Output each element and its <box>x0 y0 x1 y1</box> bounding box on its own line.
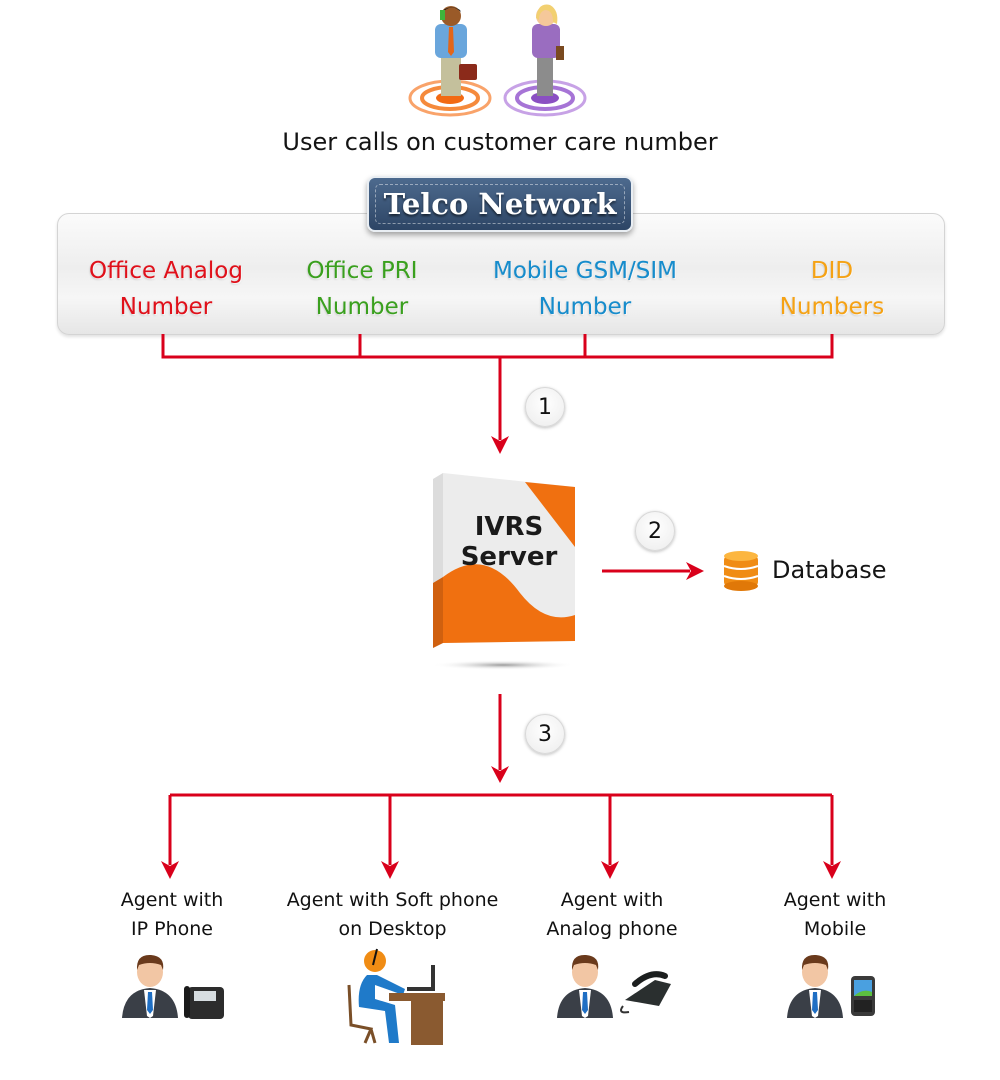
agent-label-line1: Agent with <box>560 889 664 911</box>
database-label: Database <box>772 556 887 584</box>
ivrs-server-box-icon: IVRS Server <box>431 473 575 670</box>
agent-label-line2: Analog phone <box>546 918 678 940</box>
arrowhead <box>601 861 619 879</box>
agent-analog-phone-icon <box>557 954 671 1018</box>
arrowhead <box>823 861 841 879</box>
number-type-office-pri: Office PRI Number <box>262 253 462 325</box>
male-caller-icon <box>408 6 492 117</box>
agent-ip-phone-icon <box>122 954 224 1019</box>
number-type-line2: Number <box>315 294 409 320</box>
server-label-line1: IVRS <box>475 512 544 542</box>
agent-label-line2: on Desktop <box>338 918 447 940</box>
agent-label-line1: Agent with Soft phone <box>286 889 499 911</box>
agent-person-icon <box>122 954 178 1018</box>
agent-label-line1: Agent with <box>783 889 887 911</box>
female-caller-icon <box>503 4 587 117</box>
number-type-line1: Mobile GSM/SIM <box>493 258 677 284</box>
agent-softphone-label: Agent with Soft phone on Desktop <box>270 886 515 944</box>
mobile-phone-icon <box>851 976 875 1016</box>
arrowhead <box>161 861 179 879</box>
number-type-line2: Numbers <box>779 294 885 320</box>
agent-bus-line <box>168 793 834 865</box>
step-badge-2: 2 <box>635 511 675 551</box>
number-type-office-analog: Office Analog Number <box>66 253 266 325</box>
caption: User calls on customer care number <box>282 128 718 156</box>
agent-label-line2: Mobile <box>803 918 867 940</box>
database-icon <box>723 551 759 591</box>
telco-network-title: Telco Network <box>383 187 617 221</box>
agent-person-icon <box>557 954 613 1018</box>
analog-phone-icon <box>620 971 671 1014</box>
server-label-line2: Server <box>461 542 558 572</box>
number-type-did: DID Numbers <box>752 253 912 325</box>
agent-person-icon <box>787 954 843 1018</box>
step-badge-1: 1 <box>525 387 565 427</box>
ip-phone-icon <box>184 986 224 1019</box>
number-type-line1: Office PRI <box>306 258 418 284</box>
number-type-line1: DID <box>810 258 854 284</box>
agent-mobile-label: Agent with Mobile <box>745 886 925 944</box>
number-type-line2: Number <box>538 294 632 320</box>
agent-ip-phone-label: Agent with IP Phone <box>82 886 262 944</box>
telco-network-badge: Telco Network <box>367 176 633 232</box>
arrowhead <box>686 562 704 580</box>
agent-label-line2: IP Phone <box>131 918 213 940</box>
arrowhead <box>491 766 509 783</box>
number-type-line2: Number <box>119 294 213 320</box>
arrowhead <box>491 436 509 454</box>
agent-softphone-desktop-icon <box>347 948 445 1045</box>
network-bus-line <box>161 334 834 359</box>
callers-illustration <box>408 4 587 117</box>
agent-analog-phone-label: Agent with Analog phone <box>522 886 702 944</box>
number-type-line1: Office Analog <box>89 258 243 284</box>
number-type-mobile-gsm: Mobile GSM/SIM Number <box>465 253 705 325</box>
arrowhead <box>381 861 399 879</box>
agent-mobile-icon <box>787 954 875 1018</box>
agent-label-line1: Agent with <box>120 889 224 911</box>
badge-dashed-border <box>375 184 625 224</box>
step-badge-3: 3 <box>525 714 565 754</box>
